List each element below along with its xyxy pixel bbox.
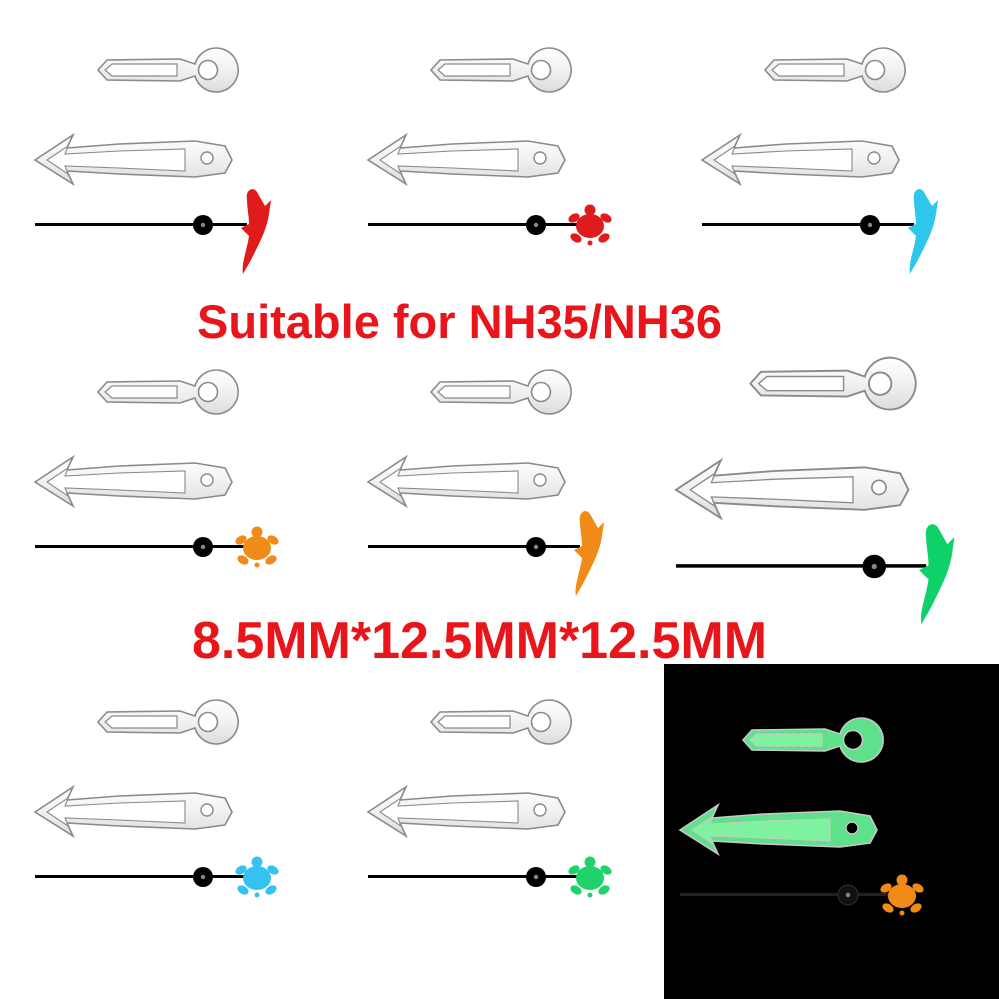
- hand-set-blue-shark: [700, 47, 938, 274]
- second-hand-shark: [35, 189, 271, 274]
- second-hand-turtle: [368, 856, 612, 898]
- hour-hand: [96, 699, 239, 745]
- hour-hand: [741, 717, 884, 763]
- minute-hand: [674, 457, 910, 521]
- hand-set-orange-turtle: [33, 369, 279, 568]
- hour-hand: [429, 699, 572, 745]
- second-hand-turtle: [35, 856, 279, 898]
- minute-hand: [678, 802, 878, 857]
- hand-set-orange-shark: [366, 369, 604, 596]
- hour-hand: [429, 369, 572, 415]
- hand-set-green-shark: [674, 356, 955, 625]
- minute-hand: [700, 132, 900, 187]
- second-hand-turtle: [680, 874, 924, 916]
- hand-set-blue-turtle: [33, 699, 279, 898]
- minute-hand: [33, 132, 233, 187]
- hour-hand: [749, 356, 917, 411]
- second-hand-turtle: [368, 204, 612, 246]
- hand-set-green-turtle: [366, 699, 612, 898]
- size-caption: 8.5MM*12.5MM*12.5MM: [191, 612, 768, 670]
- hour-hand: [429, 47, 572, 93]
- second-hand-turtle: [35, 526, 279, 568]
- minute-hand: [366, 454, 566, 509]
- hand-set-red-turtle: [366, 47, 612, 246]
- hour-hand: [763, 47, 906, 93]
- minute-hand: [33, 784, 233, 839]
- hand-set-orange-turtle-lume: [678, 717, 924, 916]
- movement-caption: Suitable for NH35/NH36: [197, 295, 722, 348]
- hour-hand: [96, 47, 239, 93]
- minute-hand: [366, 784, 566, 839]
- second-hand-shark: [676, 524, 955, 625]
- second-hand-shark: [368, 511, 604, 596]
- second-hand-shark: [702, 189, 938, 274]
- minute-hand: [366, 132, 566, 187]
- minute-hand: [33, 454, 233, 509]
- hour-hand: [96, 369, 239, 415]
- hand-set-red-shark: [33, 47, 271, 274]
